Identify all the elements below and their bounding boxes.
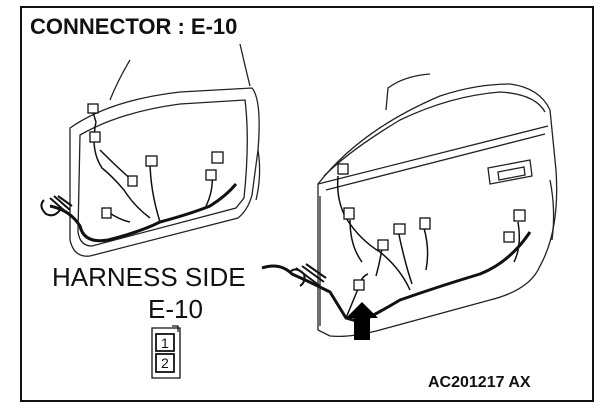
diagram-frame — [20, 6, 594, 402]
right-door-connectors — [337, 163, 526, 291]
left-door-trim — [69, 43, 261, 257]
figure-id: AC201217 AX — [428, 374, 531, 391]
connector-title: CONNECTOR : E-10 — [30, 14, 238, 39]
connector-pin-2: 2 — [161, 355, 169, 371]
right-grommet — [289, 263, 327, 287]
left-door-connectors — [87, 103, 224, 219]
connector-face-e10: 1 2 — [151, 325, 181, 379]
connector-pin-1: 1 — [161, 335, 169, 351]
right-door-outline — [317, 73, 558, 338]
harness-side-label: HARNESS SIDE — [52, 262, 246, 292]
left-grommet — [40, 195, 73, 217]
connector-id-label: E-10 — [148, 294, 203, 324]
connector-pointer-arrow — [346, 302, 378, 340]
